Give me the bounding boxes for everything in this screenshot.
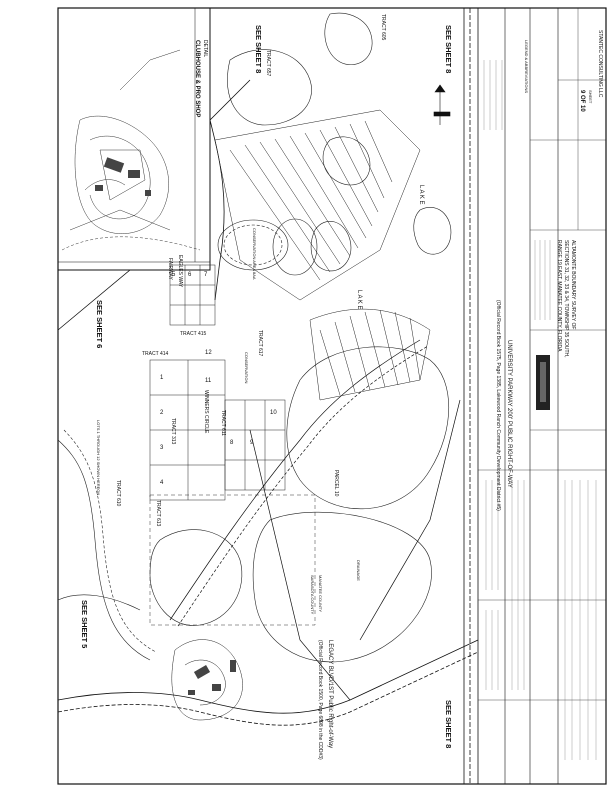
lot-number: 4 [160,480,164,486]
lot-number: 5 [172,272,176,278]
lot-number: 12 [205,350,212,356]
legend-title: LEGEND & ABBREVIATIONS [524,40,529,94]
inset-title-clubhouse: CLUBHOUSE & PRO SHOP [194,40,200,118]
lot-number: 3 [160,445,164,451]
eagles-way: EAGLES WAY [177,255,183,288]
tract-610: TRACT 610 [115,480,121,507]
tract-657: TRACT 657 [265,50,271,77]
survey-title: ALTAMONTE BOUNDARY SURVEY OF [570,240,576,330]
parkway-line1: UNIVERSITY PARKWAY 200' PUBLIC RIGHT-OF-… [506,340,512,488]
lake-label-center: L A K E [356,290,362,310]
winners-circle: WINNERS CIRCLE [203,390,209,434]
drainage-label: DRAINAGE [356,560,361,581]
tract-611: TRACT 611 [220,410,226,436]
tract-313: TRACT 313 [170,418,176,445]
lot-number: 2 [160,410,164,416]
lot-number: 9 [250,440,254,446]
lake-label-upper: L A K E [418,185,424,205]
tract-415: TRACT 415 [180,331,207,337]
right-of-way-line1: LEGACY BLVD/1ST Public Right-of-Way [327,640,333,749]
conservation-label: CONSERVATION [244,352,249,384]
tract-613: TRACT 613 [155,500,161,527]
parcel-10: PARCEL 10 [333,470,339,497]
right-of-way-line2: (Official Record Book 1500, Page 6898 in… [317,640,323,760]
survey-county: RANGE 19 EAST, MANATEE COUNTY, FLORIDA [556,240,562,352]
lot-number: 6 [188,272,192,278]
see-sheet-5: SEE SHEET 5 [80,600,89,649]
firm-name: STANTEC CONSULTING LLC [597,30,603,98]
county-sarasota: SARASOTA COUNTY [310,575,315,615]
see-sheet-6: SEE SHEET 6 [95,300,104,349]
sheet-number: 9 OF 10 [579,90,585,112]
lot-number: 8 [230,440,234,446]
conservation-area: CONSERVATION AREA 8AA [252,228,257,280]
tract-414: TRACT 414 [142,351,169,357]
see-sheet-8-bottom-right: SEE SHEET 8 [444,700,453,749]
see-sheet-8-top-right: SEE SHEET 8 [444,25,453,74]
survey-sections: SECTIONS 31, 32, 33 & 34, TOWNSHIP 35 SO… [563,240,569,358]
inset-title-detail: DETAIL [202,40,208,58]
parkway-line2: (Official Record Book 1575, Page 1385, L… [495,300,501,511]
county-manatee: MANATEE COUNTY [318,575,323,613]
tract-605: TRACT 605 [380,14,386,41]
tract-617: TRACT 617 [257,330,263,357]
lot-number: 7 [204,272,208,278]
lots-note: LOTS 1 THROUGH 12 SHOWN HEREON [96,420,101,496]
sheet-label: SHEET [588,90,593,104]
lot-number: 1 [160,375,164,381]
lot-number: 11 [205,378,212,384]
lot-number: 10 [270,410,277,416]
see-sheet-8-top: SEE SHEET 8 [254,25,263,74]
